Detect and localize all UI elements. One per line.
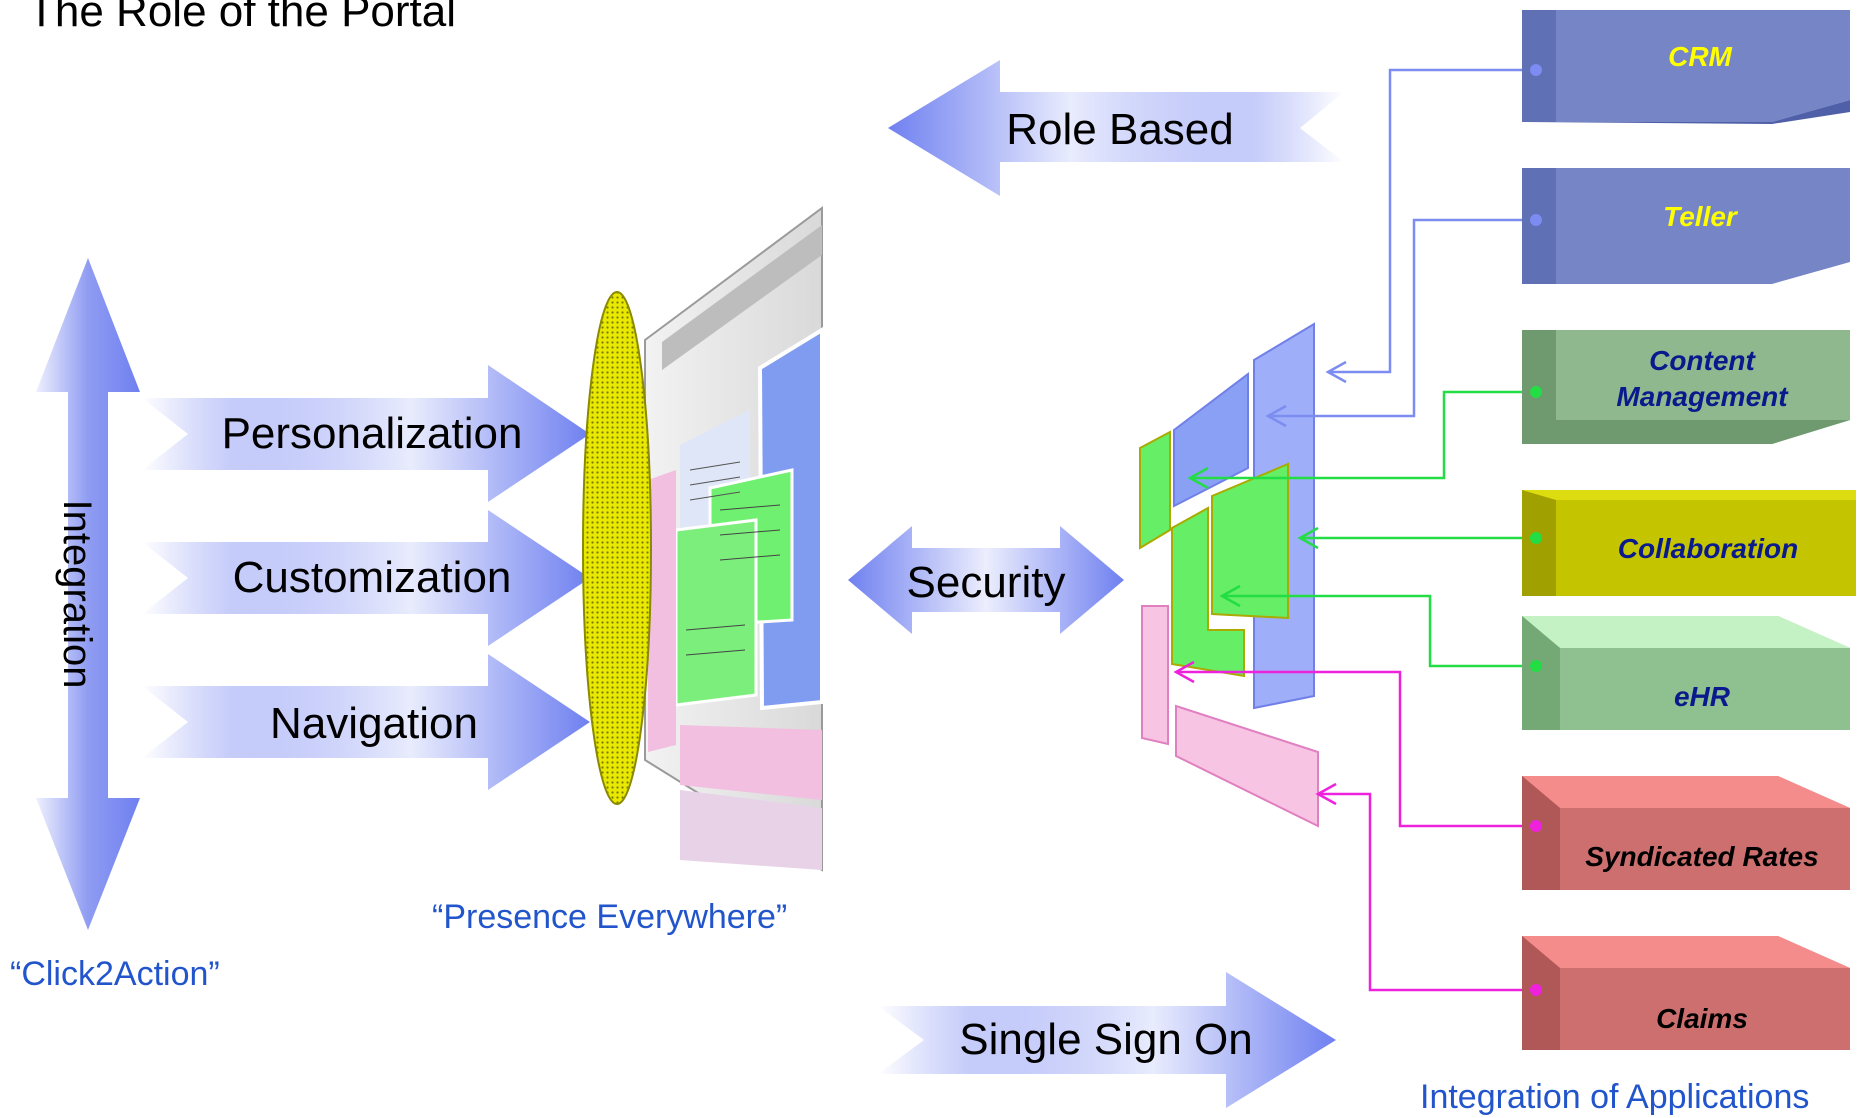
- app-label-collaboration: Collaboration: [1618, 533, 1798, 564]
- customization-arrow: Customization: [142, 510, 590, 646]
- personalization-arrow: Personalization: [142, 365, 590, 502]
- portlet-layout: [1139, 322, 1319, 828]
- syndicated-connector-head: [1173, 660, 1195, 684]
- role-based-label: Role Based: [1006, 105, 1233, 154]
- crm-connector-head: [1325, 360, 1347, 384]
- customization-label: Customization: [233, 553, 512, 602]
- teller-connector: [1268, 218, 1530, 418]
- collaboration-connector-head: [1297, 526, 1319, 550]
- connectors: [1173, 68, 1536, 992]
- syndicated-connector: [1176, 670, 1536, 828]
- ehr-connector: [1222, 594, 1536, 668]
- app-label-management: Management: [1616, 381, 1789, 412]
- app-label-syndicated-rates: Syndicated Rates: [1585, 841, 1818, 872]
- app-syndicated-rates: Syndicated Rates: [1522, 776, 1850, 890]
- app-claims: Claims: [1522, 936, 1850, 1050]
- personalization-label: Personalization: [222, 409, 523, 458]
- app-teller: Teller: [1522, 168, 1850, 284]
- app-content-management: Content Management: [1522, 330, 1850, 444]
- claims-connector: [1318, 792, 1536, 992]
- ehr-connector-head: [1219, 584, 1241, 608]
- presence-caption: “Presence Everywhere”: [432, 898, 787, 936]
- integration-apps-caption: Integration of Applications: [1420, 1078, 1809, 1116]
- claims-connector-head: [1315, 782, 1337, 806]
- app-ehr: eHR: [1522, 616, 1850, 730]
- security-arrow: Security: [848, 526, 1124, 634]
- integration-label: Integration: [55, 499, 99, 688]
- navigation-arrow: Navigation: [142, 654, 590, 790]
- app-crm: CRM: [1522, 10, 1850, 124]
- app-label-claims: Claims: [1656, 1003, 1748, 1034]
- content-connector-head: [1187, 466, 1209, 490]
- teller-connector-head: [1265, 404, 1287, 428]
- integration-arrow: Integration: [36, 258, 140, 930]
- role-based-arrow: Role Based: [888, 60, 1344, 196]
- app-label-ehr: eHR: [1674, 681, 1731, 712]
- app-label-content: Content: [1649, 345, 1756, 376]
- click2action-caption: “Click2Action”: [10, 955, 220, 993]
- content-connector: [1190, 390, 1536, 480]
- app-label-teller: Teller: [1663, 201, 1739, 232]
- presence-lens: [582, 291, 652, 805]
- security-label: Security: [907, 558, 1066, 607]
- crm-connector: [1328, 68, 1530, 374]
- single-sign-on-label: Single Sign On: [959, 1015, 1253, 1064]
- page-title: The Role of the Portal: [28, 0, 456, 36]
- portal-screenshot: [640, 200, 824, 880]
- single-sign-on-arrow: Single Sign On: [878, 972, 1336, 1108]
- navigation-label: Navigation: [270, 699, 478, 748]
- app-label-crm: CRM: [1668, 41, 1732, 72]
- app-collaboration: Collaboration: [1522, 490, 1856, 596]
